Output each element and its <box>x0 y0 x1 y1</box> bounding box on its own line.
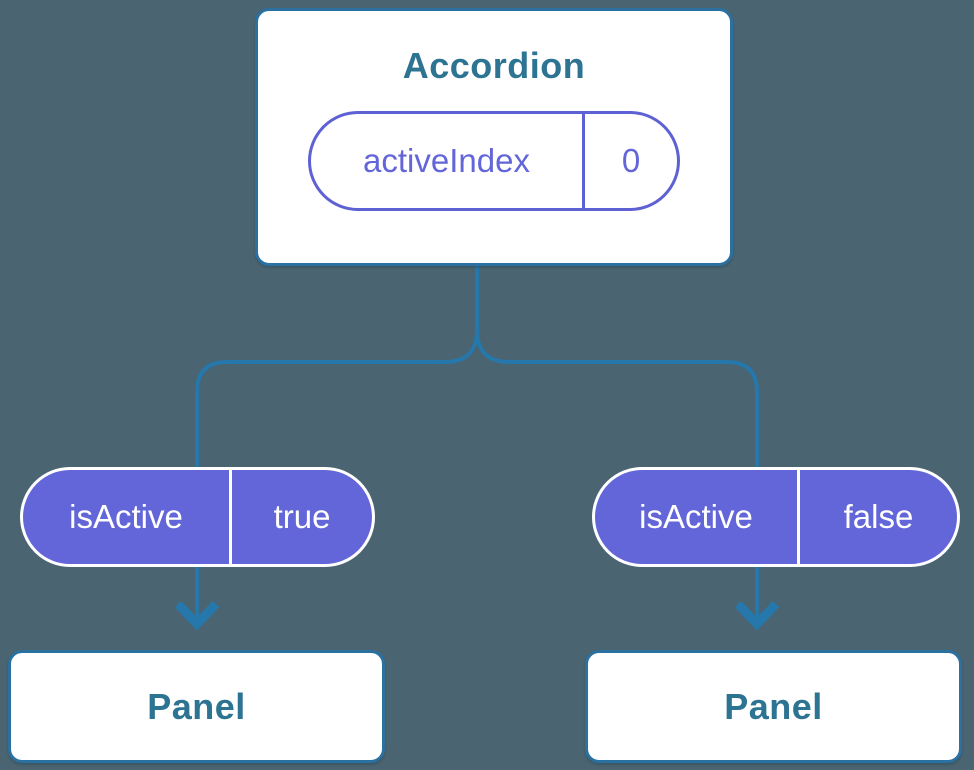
arrowhead-left-icon <box>174 600 220 631</box>
prop-pill-divider <box>797 470 800 564</box>
state-pill-value: 0 <box>621 142 641 179</box>
accordion-node-title: Accordion <box>402 45 586 86</box>
state-pill-divider <box>582 114 585 208</box>
prop-pill-name: isActive <box>69 498 183 535</box>
prop-pill-divider <box>229 470 232 564</box>
connector-left-branch <box>195 264 479 620</box>
prop-pill-value: true <box>273 498 331 535</box>
accordion-component-node: Accordion activeIndex 0 <box>255 8 733 266</box>
prop-pill-name: isActive <box>639 498 753 535</box>
state-pill: activeIndex 0 <box>308 111 680 211</box>
panel-component-node-left: Panel <box>8 650 385 763</box>
arrowhead-right-icon <box>734 600 780 631</box>
panel-node-title: Panel <box>724 685 823 727</box>
connector-right-branch <box>475 264 759 620</box>
prop-pill-value: false <box>843 498 914 535</box>
prop-pill-isactive-false: isActive false <box>592 467 960 567</box>
panel-node-title: Panel <box>147 685 246 727</box>
prop-pill-isactive-true: isActive true <box>20 467 375 567</box>
panel-component-node-right: Panel <box>585 650 962 763</box>
state-pill-name: activeIndex <box>363 142 530 179</box>
